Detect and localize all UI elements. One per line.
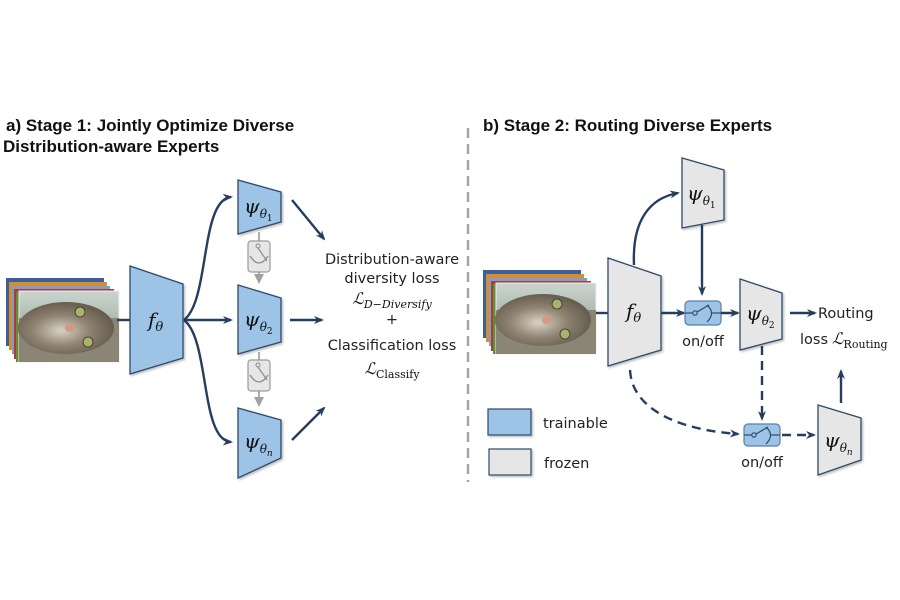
input-image-stack-stage2	[483, 270, 597, 355]
expert-psi-2-stage2: ψθ2	[739, 278, 783, 351]
expert-psi-1-stage2: ψθ1	[681, 157, 725, 229]
expert-psi-n-stage1: ψθn	[237, 407, 282, 480]
arrow-expert1-to-loss	[291, 199, 326, 241]
on-off-switch-1[interactable]	[684, 300, 722, 326]
gray-switch-1-stage1	[247, 232, 271, 284]
svg-text:ψθ2: ψθ2	[244, 307, 273, 337]
svg-text:ψθn: ψθn	[824, 428, 853, 458]
stage2-title: b) Stage 2: Routing Diverse Experts	[483, 116, 772, 135]
stage1-title-line2: Distribution-aware Experts	[3, 137, 219, 156]
cat-photo	[18, 290, 120, 363]
legend-swatch-frozen	[488, 448, 532, 476]
legend: trainable frozen	[487, 408, 608, 476]
svg-text:ψθ1: ψθ1	[244, 194, 273, 224]
expert-psi-1-stage1: ψθ1	[237, 179, 282, 235]
dashed-arrow-backbone-to-switch2	[628, 369, 740, 438]
routing-label: Routing	[818, 306, 874, 322]
loss-line-distribution-aware: Distribution-aware	[325, 252, 459, 268]
classify-loss-symbol: ℒClassify	[364, 359, 420, 381]
svg-text:ψθ2: ψθ2	[746, 301, 775, 331]
svg-text:ψθn: ψθn	[244, 429, 273, 459]
backbone-f-theta-stage2: fθ	[607, 257, 662, 367]
arrow-expertn-to-loss	[291, 406, 326, 441]
arrow-backbone-to-expert1-s1	[183, 193, 233, 321]
expert-psi-2-stage1: ψθ2	[237, 284, 282, 355]
stage1-loss-text: Distribution-aware diversity loss ℒD−Div…	[325, 252, 459, 381]
expert-psi-n-stage2: ψθn	[817, 404, 862, 476]
svg-text:ψθ1: ψθ1	[687, 181, 716, 211]
legend-label-frozen: frozen	[544, 456, 589, 472]
on-off-switch-2[interactable]	[743, 423, 781, 447]
loss-plus: +	[386, 312, 398, 328]
switch1-label: on/off	[682, 334, 725, 350]
loss-line-classification-loss: Classification loss	[328, 338, 457, 354]
cat-photo	[495, 282, 597, 355]
input-image-stack-stage1	[6, 278, 120, 363]
backbone-f-theta-stage1: fθ	[129, 265, 184, 375]
gray-switch-2-stage1	[247, 352, 271, 407]
legend-label-trainable: trainable	[543, 416, 608, 432]
loss-line-diversity-loss: diversity loss	[344, 271, 439, 287]
stage1-title-line1: a) Stage 1: Jointly Optimize Diverse	[6, 116, 294, 135]
arrow-backbone-to-expert1-s2	[632, 190, 680, 266]
switch2-label: on/off	[741, 455, 784, 471]
arrow-backbone-to-expertn-s1	[183, 319, 233, 446]
diversify-loss-symbol: ℒD−Diversify	[352, 289, 432, 311]
legend-swatch-trainable	[487, 408, 532, 436]
